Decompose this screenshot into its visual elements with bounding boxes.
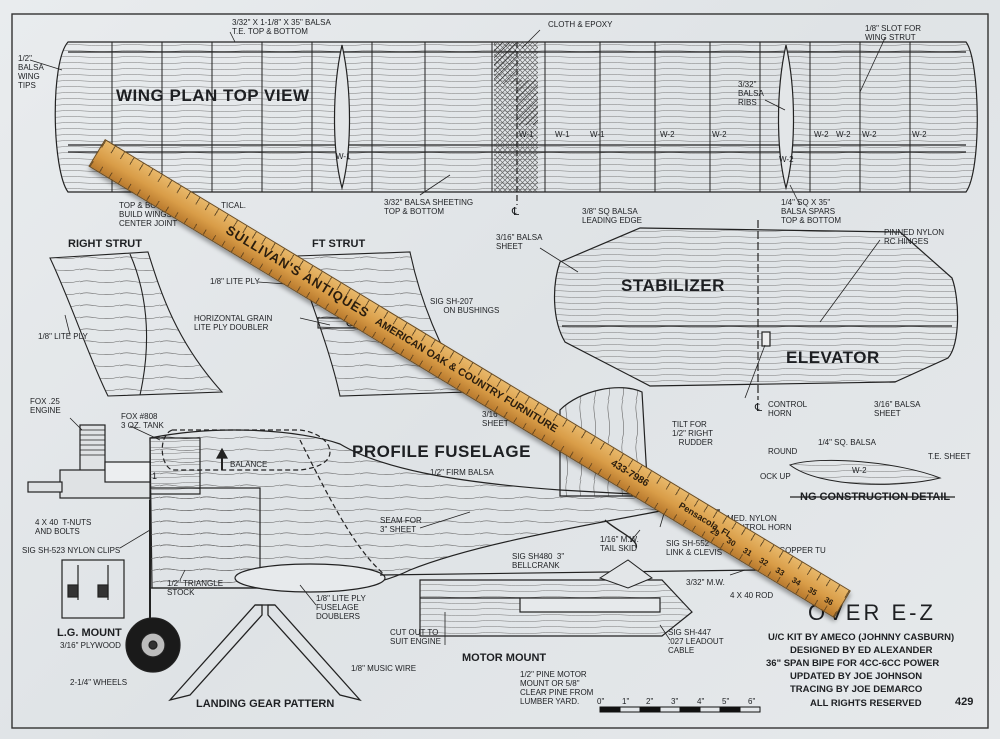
stabilizer-title: STABILIZER <box>621 276 725 295</box>
lock-up-note: OCK UP <box>760 472 791 481</box>
nylon-clips-note: SIG SH-523 NYLON CLIPS <box>22 546 121 555</box>
scale-label: 4" <box>697 697 705 706</box>
sheeting-note: 3/32" BALSA SHEETING TOP & BOTTOM <box>384 198 474 216</box>
engine-note: FOX .25 ENGINE <box>30 397 61 415</box>
music-wire-lg-note: 1/8" MUSIC WIRE <box>351 664 417 673</box>
spars-note: 1/4" SQ x 35" BALSA SPARS TOP & BOTTOM <box>781 198 842 225</box>
motor-mount-drawing <box>419 579 693 637</box>
triangle-note: 1/2" TRIANGLE STOCK <box>167 579 224 597</box>
stabilizer-drawing <box>553 220 959 400</box>
left-strut-title: FT STRUT <box>312 238 366 250</box>
scale-label: 3" <box>671 697 679 706</box>
seam-note: SEAM FOR 3" SHEET <box>380 516 422 534</box>
balance-note: BALANCE <box>230 460 268 469</box>
lg-mount-drawing <box>61 500 181 673</box>
stab-sheet-note: 3/16" BALSA SHEET <box>496 233 543 251</box>
cloth-epoxy-note: CLOTH & EPOXY <box>548 20 613 29</box>
stab-sheet-bottom-note: 3/16" BALSA SHEET <box>874 400 921 418</box>
plywood-note: 3/16" PLYWOOD <box>60 641 121 650</box>
rib-label: W-2 <box>836 130 851 139</box>
lg-mount-title: L.G. MOUNT <box>57 627 122 639</box>
tank-note: FOX #808 3 OZ. TANK <box>121 412 164 430</box>
wing-centerline: ℄ <box>512 206 520 218</box>
lg-pattern-title: LANDING GEAR PATTERN <box>196 698 335 710</box>
rib-label: W-2 <box>779 155 794 164</box>
tail-skid-note: 1/16" M.W. TAIL SKID <box>600 535 639 553</box>
credit-line: ALL RIGHTS RESERVED <box>810 698 922 709</box>
rib-label: W-2 <box>862 130 877 139</box>
right-strut <box>49 251 224 397</box>
credit-line: TRACING BY JOE DEMARCO <box>790 684 923 695</box>
credit-line: U/C KIT BY AMECO (JOHNNY CASBURN) <box>768 632 955 643</box>
tnuts-note: 4 x 40 T-NUTS AND BOLTS <box>35 518 92 536</box>
scale-label: 1" <box>622 697 630 706</box>
page-number: 429 <box>955 696 974 708</box>
fuselage-number: 1 <box>152 471 158 481</box>
right-strut-title: RIGHT STRUT <box>68 238 142 250</box>
wheels-note: 2-1/4" WHEELS <box>70 678 128 687</box>
scale-bar <box>599 706 761 713</box>
credit-line: DESIGNED BY ED ALEXANDER <box>790 645 933 656</box>
rib-label: W-1 <box>590 130 605 139</box>
firm-balsa-note: 1/2" FIRM BALSA <box>430 468 494 477</box>
wing-plan <box>54 41 978 205</box>
credit-line: UPDATED BY JOE JOHNSON <box>790 671 923 682</box>
tilt-note: TILT FOR 1/2" RIGHT RUDDER <box>672 420 714 447</box>
rib-label: W-2 <box>712 130 727 139</box>
rib-label: W-1 <box>555 130 570 139</box>
bellcrank-drawing <box>598 559 653 589</box>
wing-detail-drawing <box>788 459 955 498</box>
bushings-note: SIG SH-207 ON BUSHINGS <box>430 297 500 315</box>
fuselage-title: PROFILE FUSELAGE <box>352 442 531 461</box>
wing-plan-title: WING PLAN TOP VIEW <box>116 86 310 105</box>
rib-label: W-2 <box>814 130 829 139</box>
wing-tips-note: 1/2" BALSA WING TIPS <box>18 54 44 90</box>
doublers-note: 1/8" LITE PLY FUSELAGE DOUBLERS <box>316 594 366 621</box>
bellcrank-note: SIG SH480 3" BELLCRANK <box>512 552 565 570</box>
landing-gear-pattern <box>168 604 362 702</box>
wing-detail-title: NG CONSTRUCTION DETAIL <box>800 491 951 503</box>
plan-name: OVER E-Z <box>808 600 936 625</box>
stab-centerline: ℄ <box>755 402 763 414</box>
rib-label: W-1 <box>519 130 534 139</box>
music-wire-note: 3/32" M.W. <box>686 578 725 587</box>
scale-label: 6" <box>748 697 756 706</box>
rib-label: W-1 <box>336 152 351 161</box>
detail-w2: W-2 <box>852 466 867 475</box>
scale-label: 5" <box>722 697 730 706</box>
hinges-note: PINNED NYLON RC HINGES <box>884 228 945 246</box>
lite-ply-note-2: 1/8" LITE PLY <box>210 277 260 286</box>
sq-balsa-note: 1/4" SQ. BALSA <box>818 438 876 447</box>
credit-line: 36" SPAN BIPE FOR 4cc-6cc POWER <box>766 658 940 669</box>
rib-label: W-2 <box>660 130 675 139</box>
ribs-note: 3/32" BALSA RIBS <box>738 80 764 107</box>
rod-note: 4 x 40 ROD <box>730 591 774 600</box>
cutout-note: CUT OUT TO SUIT ENGINE <box>390 628 441 646</box>
doubler-note: HORIZONTAL GRAIN LITE PLY DOUBLER <box>194 314 273 332</box>
strut-slot-note: 1/8" SLOT FOR WING STRUT <box>865 24 922 42</box>
pine-note: 1/2" PINE MOTOR MOUNT OR 5/8" CLEAR PINE… <box>520 670 594 706</box>
round-note: ROUND <box>768 447 798 456</box>
scale-label: 2" <box>646 697 654 706</box>
control-horn-note: CONTROL HORN <box>768 400 808 418</box>
motor-mount-title: MOTOR MOUNT <box>462 652 547 664</box>
te-note: 3/32" x 1-1/8" x 35" BALSA T.E. TOP & BO… <box>232 18 331 36</box>
elevator-title: ELEVATOR <box>786 348 880 367</box>
scale-label: 0" <box>597 697 605 706</box>
leadout-note: SIG SH-447 .027 LEADOUT CABLE <box>668 628 724 655</box>
rib-label: W-2 <box>912 130 927 139</box>
te-sheet-note: T.E. SHEET <box>928 452 971 461</box>
leading-edge-note: 3/8" SQ BALSA LEADING EDGE <box>582 207 643 225</box>
engine-drawing <box>27 424 151 499</box>
lite-ply-note: 1/8" LITE PLY <box>38 332 88 341</box>
